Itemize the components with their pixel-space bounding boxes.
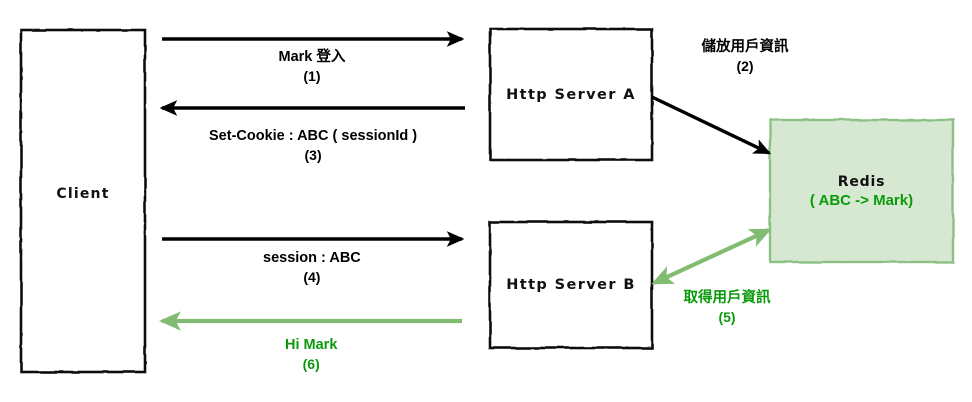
edge-text-4: session : ABC: [263, 250, 361, 266]
edge-lines: [158, 31, 772, 331]
node-label-redis: Redis ( ABC -> Mark): [770, 174, 953, 209]
edge-label-5: 取得用戶資訊 (5): [684, 289, 771, 327]
edge-text-5: 取得用戶資訊: [683, 290, 771, 306]
edge-label-4: session : ABC (4): [263, 249, 361, 287]
edge-step-1: (1): [303, 68, 321, 84]
redis-title: Redis: [837, 174, 886, 190]
edge-label-6: Hi Mark (6): [285, 336, 337, 374]
node-rect-redis: [768, 118, 955, 264]
edge-text-6: Hi Mark: [285, 337, 338, 353]
edge-text-3: Set-Cookie : ABC ( sessionId ): [209, 128, 418, 144]
edge-label-1: Mark 登入 (1): [279, 48, 346, 86]
edge-step-2: (2): [736, 58, 754, 74]
edge-step-6: (6): [302, 356, 320, 372]
edge-step-4: (4): [303, 269, 321, 285]
edge-label-3: Set-Cookie : ABC ( sessionId ) (3): [209, 127, 417, 165]
node-rect-serverA: [488, 27, 654, 162]
edge-step-3: (3): [304, 147, 322, 163]
redis-key-value: ( ABC -> Mark): [809, 192, 914, 209]
node-shapes: [19, 27, 955, 374]
edge-text-2: 儲放用戶資訊: [701, 39, 789, 55]
edge-line-e2: [651, 95, 772, 155]
node-rect-serverB: [488, 220, 654, 350]
edge-text-1: Mark 登入: [278, 49, 346, 65]
edge-label-2: 儲放用戶資訊 (2): [702, 38, 789, 76]
node-rect-client: [19, 28, 147, 374]
edge-step-5: (5): [718, 309, 736, 325]
edge-line-e5: [651, 228, 772, 285]
